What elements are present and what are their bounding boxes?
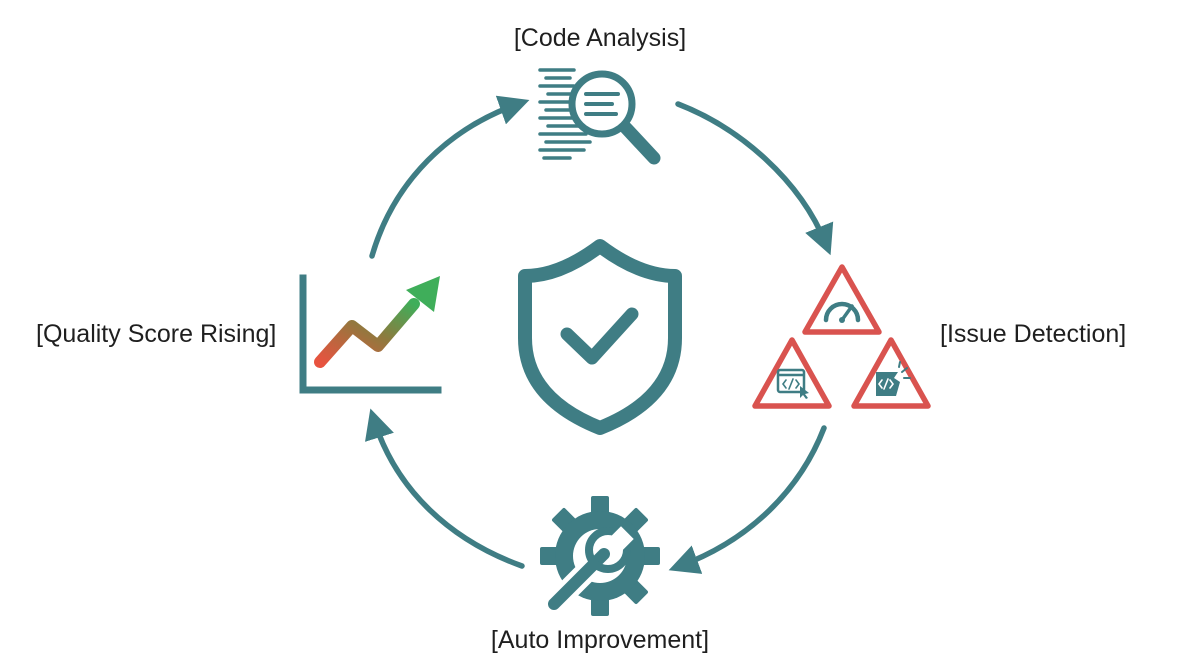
shield-check-icon [518, 239, 682, 435]
arrow-detection-to-improvement [668, 425, 827, 574]
warning-triangles-icon [752, 264, 931, 409]
step-label-auto-improvement: [Auto Improvement] [490, 626, 710, 654]
code-window-warning-icon [752, 337, 832, 409]
arrow-score-to-analysis [369, 95, 530, 259]
step-label-quality-score-rising: [Quality Score Rising] [36, 320, 277, 348]
step-label-issue-detection: [Issue Detection] [940, 320, 1127, 348]
arrow-analysis-to-detection [675, 101, 834, 256]
gear-wrench-icon [540, 496, 660, 616]
step-label-code-analysis: [Code Analysis] [513, 24, 687, 52]
rising-chart-icon [299, 274, 442, 394]
cycle-arrows [365, 95, 834, 574]
arrow-improvement-to-score [365, 408, 525, 569]
broken-code-warning-icon [851, 337, 931, 409]
gauge-warning-icon [802, 264, 882, 335]
code-magnifier-icon [538, 68, 661, 165]
